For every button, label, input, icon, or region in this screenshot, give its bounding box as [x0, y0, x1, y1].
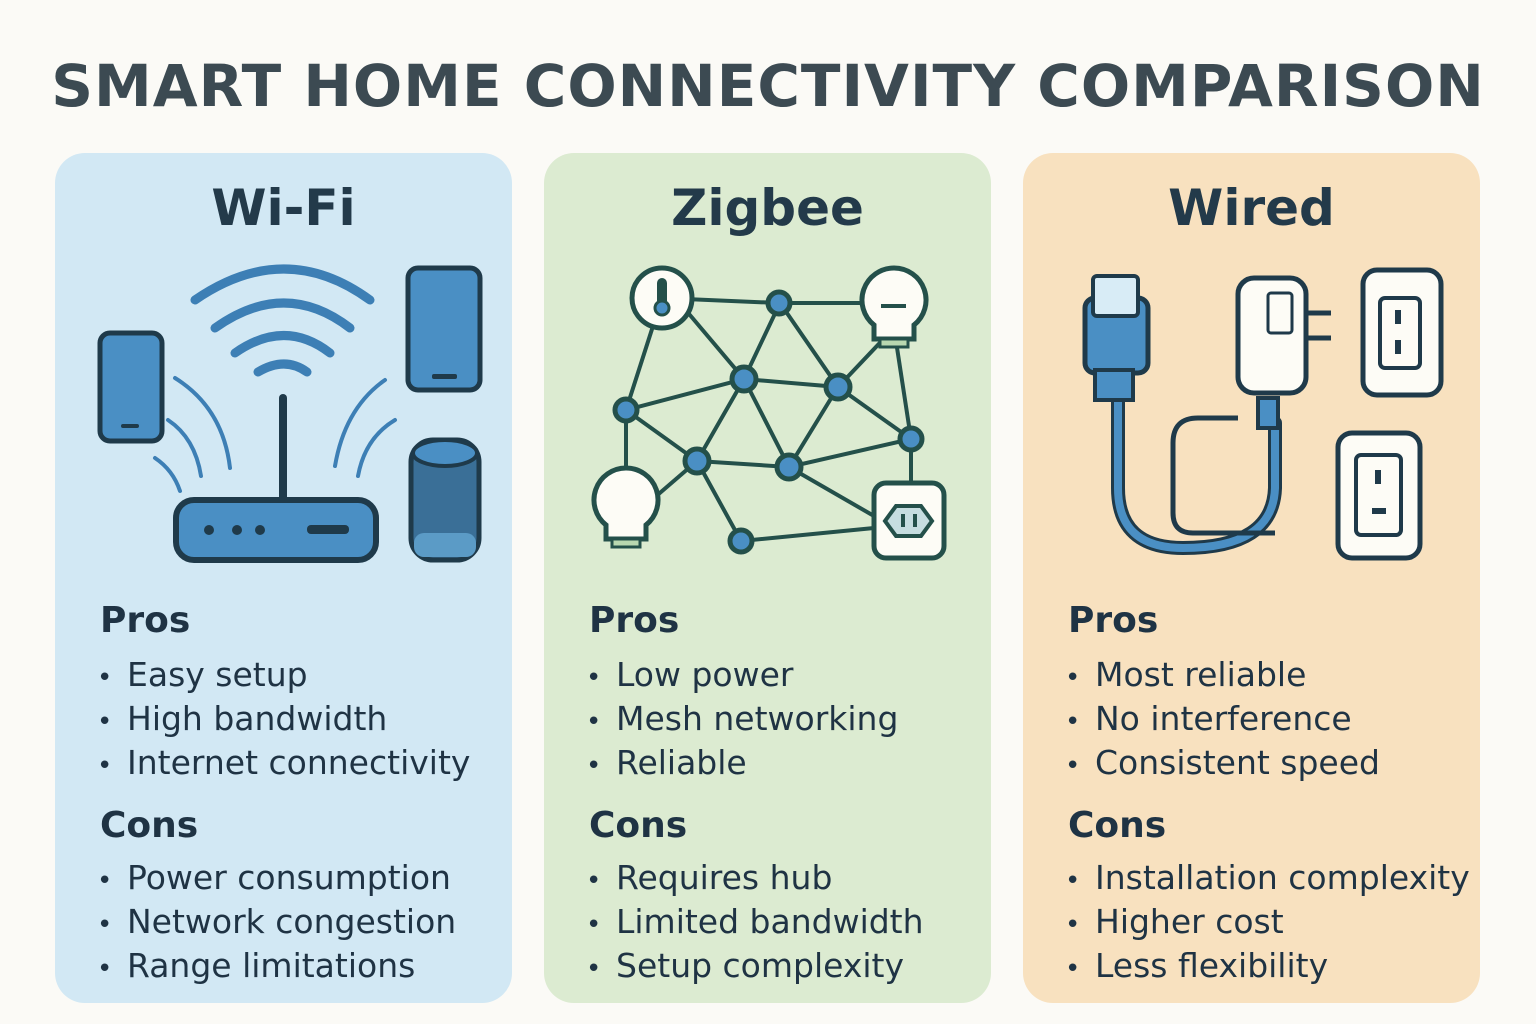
list-item: Consistent speed — [1065, 741, 1380, 785]
list-item: Reliable — [586, 741, 898, 785]
pros-list: Easy setup High bandwidth Internet conne… — [97, 653, 470, 785]
list-item: Higher cost — [1065, 900, 1470, 944]
cons-heading: Cons — [100, 805, 199, 846]
zigbee-illustration — [591, 265, 947, 561]
cons-list: Power consumption Network congestion Ran… — [97, 856, 456, 988]
cons-list: Requires hub Limited bandwidth Setup com… — [586, 856, 924, 988]
panel-title: Zigbee — [671, 179, 864, 237]
power-adapter-icon — [1170, 275, 1331, 536]
wall-outlet-icon — [1335, 267, 1444, 561]
panel-title: Wired — [1168, 179, 1335, 237]
panel-zigbee: Zigbee Pros Low power — [544, 153, 991, 1003]
list-item: Most reliable — [1065, 653, 1380, 697]
list-item: High bandwidth — [97, 697, 470, 741]
panel-wifi: Wi-Fi Pros Easy setup High bandwi — [55, 153, 512, 1003]
router-icon — [173, 394, 379, 563]
power-outlet-icon — [871, 480, 947, 561]
cons-list: Installation complexity Higher cost Less… — [1065, 856, 1470, 988]
list-item: Installation complexity — [1065, 856, 1470, 900]
list-item: Internet connectivity — [97, 741, 470, 785]
smart-speaker-icon — [408, 437, 482, 563]
list-item: Limited bandwidth — [586, 900, 924, 944]
list-item: Range limitations — [97, 944, 456, 988]
pros-list: Most reliable No interference Consistent… — [1065, 653, 1380, 785]
list-item: Setup complexity — [586, 944, 924, 988]
pros-list: Low power Mesh networking Reliable — [586, 653, 898, 785]
signal-waves-icon — [153, 376, 397, 493]
mesh-network-icon — [624, 296, 913, 544]
light-bulb-icon — [591, 265, 929, 549]
thermometer-icon — [629, 265, 695, 331]
list-item: Requires hub — [586, 856, 924, 900]
list-item: Low power — [586, 653, 898, 697]
phone-icon — [97, 265, 483, 444]
pros-heading: Pros — [589, 600, 680, 641]
wifi-signal-icon — [190, 264, 375, 377]
list-item: Easy setup — [97, 653, 470, 697]
cons-heading: Cons — [589, 805, 688, 846]
pros-heading: Pros — [100, 600, 191, 641]
list-item: Power consumption — [97, 856, 456, 900]
list-item: No interference — [1065, 697, 1380, 741]
ethernet-plug-icon — [1082, 274, 1282, 556]
panel-title: Wi-Fi — [211, 179, 356, 237]
list-item: Less flexibility — [1065, 944, 1470, 988]
wifi-illustration — [97, 264, 483, 563]
page-title: SMART HOME CONNECTIVITY COMPARISON — [51, 52, 1485, 120]
cons-heading: Cons — [1068, 805, 1167, 846]
panel-wired: Wired Pros Most reliable No interferenc — [1023, 153, 1480, 1003]
mesh-nodes — [612, 289, 925, 555]
list-item: Mesh networking — [586, 697, 898, 741]
list-item: Network congestion — [97, 900, 456, 944]
wired-illustration — [1082, 267, 1444, 561]
pros-heading: Pros — [1068, 600, 1159, 641]
